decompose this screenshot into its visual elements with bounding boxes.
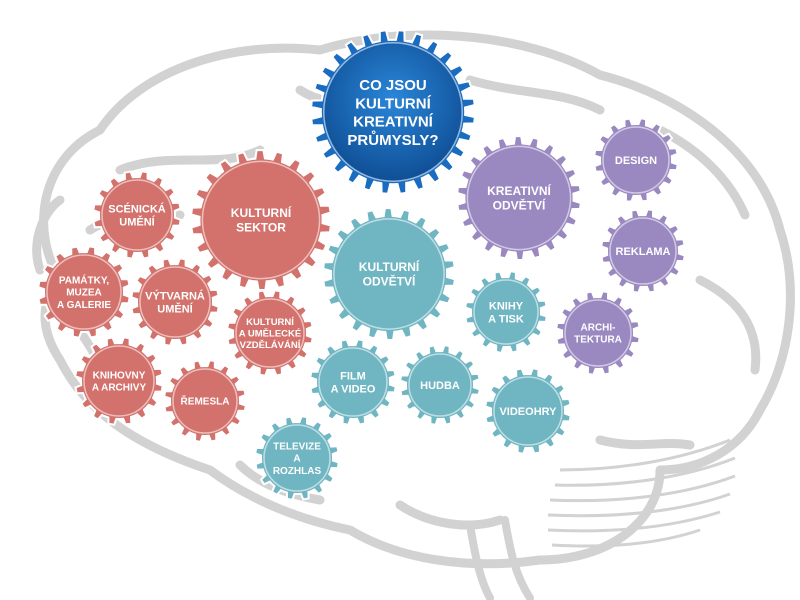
cerebellum-line: [551, 528, 701, 548]
brain-stem: [466, 516, 534, 600]
gear-kulturni-odvetvi-label-line: KULTURNÍ: [359, 259, 420, 274]
gear-kreativni-odvetvi-label-line: ODVĚTVÍ: [493, 198, 546, 213]
gear-videohry-inner-ring: [493, 376, 563, 446]
gears-layer: KULTURNÍSEKTORSCÉNICKÁUMĚNÍPAMÁTKY,MUZEA…: [37, 29, 686, 501]
gear-title-label-line: PRŮMYSLY?: [347, 130, 438, 149]
brain-stem-line: [501, 516, 534, 600]
gear-kulturni-vzdelavani-label-line: A UMĚLECKÉ: [239, 327, 301, 339]
gear-knihy-tisk: KNIHY A TISK: [464, 270, 548, 354]
gear-knihy-tisk-label-line: KNIHY: [489, 300, 524, 312]
gear-reklama-label-line: REKLAMA: [616, 246, 671, 258]
brain-fold: [595, 435, 695, 450]
cerebellum-illustration: [547, 438, 736, 548]
gear-kulturni-sektor-label-line: SEKTOR: [236, 221, 286, 235]
gear-pamatky-label-line: A GALERIE: [57, 300, 111, 311]
gear-kulturni-odvetvi-inner-ring: [333, 218, 445, 330]
gear-kulturni-vzdelavani-label-line: VZDĚLÁVÁNÍ: [240, 339, 301, 351]
gear-kulturni-odvetvi-label-line: ODVĚTVÍ: [363, 274, 416, 289]
gear-design-inner-ring: [602, 126, 670, 194]
gear-design-label-line: DESIGN: [615, 155, 657, 167]
gear-videohry: VIDEOHRY: [484, 367, 572, 455]
brain-fold: [655, 125, 750, 220]
gear-architektura-label-line: TEKTURA: [574, 335, 622, 346]
brain-outline: [39, 30, 795, 569]
gear-videohry-label-line: VIDEOHRY: [499, 406, 557, 418]
gear-knihy-tisk-inner-ring: [473, 279, 539, 345]
gear-remesla: ŘEMESLA: [163, 359, 247, 443]
gear-scenicka-umeni-label-line: UMĚNÍ: [119, 216, 155, 229]
brain-fold: [695, 275, 761, 375]
cerebellum-line: [549, 474, 736, 503]
gear-pamatky-label-line: MUZEA: [66, 288, 102, 299]
gear-architektura-inner-ring: [564, 299, 632, 367]
gear-televize-rozhlas-label-line: ROZHLAS: [273, 466, 322, 477]
gear-knihovny-label-line: KNIHOVNY: [93, 371, 146, 382]
gear-design: DESIGN: [593, 117, 679, 203]
gear-scenicka-umeni-label-line: SCÉNICKÁ: [108, 202, 166, 215]
gear-reklama-inner-ring: [609, 217, 677, 285]
gear-knihovny-label-line: A ARCHIVY: [92, 383, 147, 394]
gear-film-video-label-line: FILM: [340, 370, 366, 382]
gear-knihovny-inner-ring: [83, 345, 155, 417]
gear-architektura: ARCHI-TEKTURA: [555, 290, 641, 376]
cerebellum-line: [547, 510, 721, 533]
gear-knihy-tisk-label-line: A TISK: [488, 314, 524, 326]
brain-stem-line: [466, 521, 494, 600]
gear-kulturni-vzdelavani-inner-ring: [235, 298, 305, 368]
gear-kreativni-odvetvi-inner-ring: [466, 145, 572, 251]
gear-film-video-label-line: A VIDEO: [331, 384, 376, 396]
gear-hudba-inner-ring: [408, 353, 472, 417]
gear-film-video: FILM A VIDEO: [309, 338, 397, 426]
gear-vytvarna-umeni-label-line: UMĚNÍ: [157, 303, 193, 316]
brain-fold: [465, 75, 605, 115]
gear-vytvarna-umeni-label-line: VÝTVARNÁ: [145, 289, 205, 302]
gear-pamatky-inner-ring: [46, 254, 122, 330]
gear-remesla-inner-ring: [172, 368, 238, 434]
gear-architektura-label-line: ARCHI-: [581, 323, 616, 334]
gear-title-label-line: KREATIVNÍ: [353, 114, 434, 131]
gear-hudba-label-line: HUDBA: [420, 380, 460, 392]
cerebellum-line: [559, 438, 731, 472]
gear-kulturni-sektor-inner-ring: [201, 160, 321, 280]
gear-scenicka-umeni-inner-ring: [101, 179, 173, 251]
gear-kreativni-odvetvi-label-line: KREATIVNÍ: [487, 183, 551, 198]
gear-televize-rozhlas-label-line: A: [293, 454, 300, 465]
gear-title-inner-ring: [323, 42, 463, 182]
gear-televize-rozhlas-inner-ring: [263, 424, 331, 492]
gear-title-label-line: KULTURNÍ: [355, 95, 431, 112]
gear-kulturni-vzdelavani-label-line: KULTURNÍ: [246, 317, 294, 328]
gear-film-video-inner-ring: [318, 347, 388, 417]
gear-title-label-line: CO JSOU: [359, 77, 427, 94]
gear-televize-rozhlas-label-line: TELEVIZE: [273, 441, 321, 452]
brain-fold: [395, 500, 505, 530]
gear-pamatky-label-line: PAMÁTKY,: [59, 273, 110, 286]
gear-hudba: HUDBA: [399, 344, 481, 426]
gear-kulturni-sektor-label-line: KULTURNÍ: [231, 205, 292, 220]
brain-fold: [32, 195, 65, 275]
cerebellum-line: [554, 456, 736, 487]
gear-vytvarna-umeni-inner-ring: [139, 266, 211, 338]
gear-reklama: REKLAMA: [600, 208, 686, 294]
cerebellum-line: [547, 492, 731, 518]
gear-remesla-label-line: ŘEMESLA: [181, 395, 230, 408]
